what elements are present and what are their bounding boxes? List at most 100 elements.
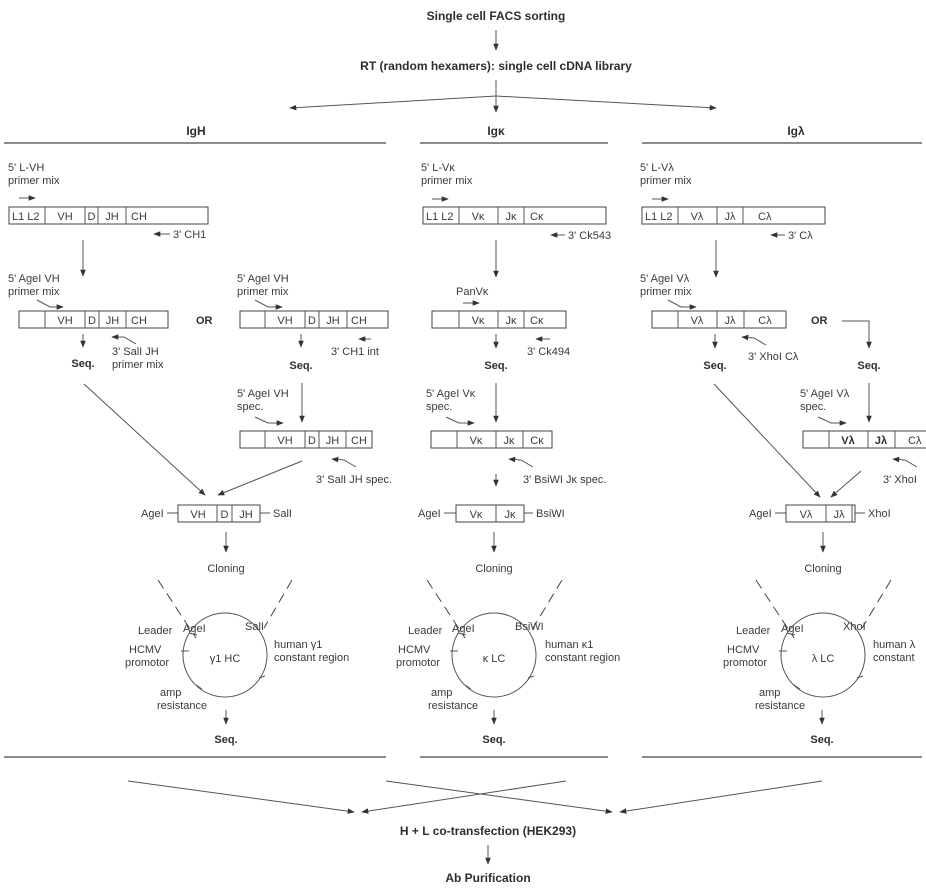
segment-label: VH <box>190 509 205 521</box>
igh-rev3: 3' SalI JH spec. <box>316 474 392 486</box>
plasmid-promoter-line2: promotor <box>723 657 767 669</box>
segment-label: Jκ <box>506 315 518 327</box>
dashed-insert-line <box>755 579 795 639</box>
plasmid-resistance-line2: resistance <box>157 700 207 712</box>
segment-label: Vκ <box>472 211 485 223</box>
step-rt-cdna-library: RT (random hexamers): single cell cDNA l… <box>360 59 632 73</box>
plasmid-site5: AgeI <box>781 623 804 635</box>
plasmid-promoter-line1: HCMV <box>398 644 431 656</box>
igk-rev2: 3' Ck494 <box>527 346 570 358</box>
segment-label: Vλ <box>691 315 704 327</box>
plasmid-constant-line2: constant region <box>545 652 620 664</box>
segment-label: VH <box>277 315 292 327</box>
segment-label: Cλ <box>758 211 772 223</box>
igh-primer2b-line2: primer mix <box>237 286 289 298</box>
segment-label: JH <box>326 315 340 327</box>
igl-insert: Vλ Jλ <box>785 504 856 523</box>
segment-label: D <box>88 315 96 327</box>
igh-column: 5' L-VH primer mix L1 L2 VH D JH CH 3' C… <box>8 162 392 746</box>
segment-label: Cκ <box>530 435 544 447</box>
plasmid-promoter-line2: promotor <box>396 657 440 669</box>
plasmid-leader: Leader <box>736 625 771 637</box>
step-facs-sorting: Single cell FACS sorting <box>427 9 566 23</box>
plasmid-leader: Leader <box>138 625 173 637</box>
cloning-label: Cloning <box>475 563 512 575</box>
seq-label: Seq. <box>484 360 507 372</box>
igl-gene3: Vλ Jλ Cλ <box>802 430 926 449</box>
igh-gene2a: VH D JH CH <box>18 310 169 329</box>
reverse-primer-arrow <box>111 334 137 345</box>
column-header-igk: Igκ <box>487 124 505 138</box>
segment-label: Vκ <box>470 435 483 447</box>
segment-label: Vκ <box>470 509 483 521</box>
plasmid-site3: XhoI <box>843 621 866 633</box>
segment-label: JH <box>106 315 120 327</box>
plasmid-constant-line1: human γ1 <box>274 639 322 651</box>
igk-primer3-line2: spec. <box>426 401 452 413</box>
igl-primer2-line2: primer mix <box>640 286 692 298</box>
or-label: OR <box>811 315 828 327</box>
igh-rev1: 3' CH1 <box>173 229 206 241</box>
insert-site5: AgeI <box>749 508 772 520</box>
segment-label: CH <box>131 315 147 327</box>
segment-label: Cκ <box>530 315 544 327</box>
segment-label: Cλ <box>908 435 922 447</box>
igl-gene1: L1 L2 Vλ Jλ Cλ <box>641 206 826 225</box>
plasmid-circle <box>780 612 866 698</box>
forward-primer-arrow <box>254 299 283 310</box>
forward-primer-arrow <box>817 416 847 426</box>
segment-label: L1 L2 <box>426 211 454 223</box>
reverse-primer-arrow <box>741 334 767 346</box>
plasmid-tick-marks <box>181 632 864 690</box>
plasmid-circle <box>451 612 537 698</box>
segment-label: D <box>221 509 229 521</box>
segment-label: D <box>308 435 316 447</box>
plasmid-resistance-line1: amp <box>160 687 181 699</box>
dashed-insert-line <box>861 579 892 629</box>
cloning-label: Cloning <box>207 563 244 575</box>
insert-site3: SalI <box>273 508 292 520</box>
seq-label: Seq. <box>289 360 312 372</box>
segment-label: Jλ <box>725 315 737 327</box>
igh-primer1-line1: 5' L-VH <box>8 162 44 174</box>
seq-label: Seq. <box>857 360 880 372</box>
segment-label: L1 L2 <box>12 211 40 223</box>
igl-primer3-line2: spec. <box>800 401 826 413</box>
plasmid-constant-line2: constant region <box>274 652 349 664</box>
igh-insert: VH D JH <box>177 504 261 523</box>
segment-label: VH <box>57 315 72 327</box>
column-header-igl: Igλ <box>787 124 805 138</box>
segment-label: Cλ <box>758 315 772 327</box>
igl-rev1: 3' Cλ <box>788 230 813 242</box>
segment-label: Vκ <box>472 315 485 327</box>
insert-site3: BsiWI <box>536 508 565 520</box>
igk-column: 5' L-Vκ primer mix L1 L2 Vκ Jκ Cκ 3' Ck5… <box>396 162 620 746</box>
plasmid-site5: AgeI <box>183 623 206 635</box>
igh-primer1-line2: primer mix <box>8 175 60 187</box>
reverse-primer-arrow <box>508 456 534 468</box>
plasmid-circle <box>182 612 268 698</box>
arrow-to-igl <box>495 95 717 111</box>
igl-rev2: 3' XhoI Cλ <box>748 351 799 363</box>
igk-rev1: 3' Ck543 <box>568 230 611 242</box>
segment-label: VH <box>277 435 292 447</box>
plasmid-site3: SalI <box>245 621 264 633</box>
igl-rev3: 3' XhoI <box>883 474 917 486</box>
seq-label: Seq. <box>482 734 505 746</box>
insert-site5: AgeI <box>141 508 164 520</box>
igk-primer2: PanVκ <box>456 286 489 298</box>
segment-label: JH <box>105 211 119 223</box>
plasmid-promoter-line2: promotor <box>125 657 169 669</box>
segment-label: Vλ <box>691 211 704 223</box>
plasmid-resistance-line1: amp <box>431 687 452 699</box>
plasmid-constant-line1: human λ <box>873 639 916 651</box>
igk-primer1-line1: 5' L-Vκ <box>421 162 455 174</box>
igh-primer2a-line2: primer mix <box>8 286 60 298</box>
igl-column: 5' L-Vλ primer mix L1 L2 Vλ Jλ Cλ 3' Cλ … <box>640 162 926 746</box>
plasmid-resistance-line2: resistance <box>428 700 478 712</box>
segment-label: JH <box>239 509 253 521</box>
segment-label: D <box>308 315 316 327</box>
plasmid-leader: Leader <box>408 625 443 637</box>
igh-rev2b: 3' CH1 int <box>331 346 379 358</box>
